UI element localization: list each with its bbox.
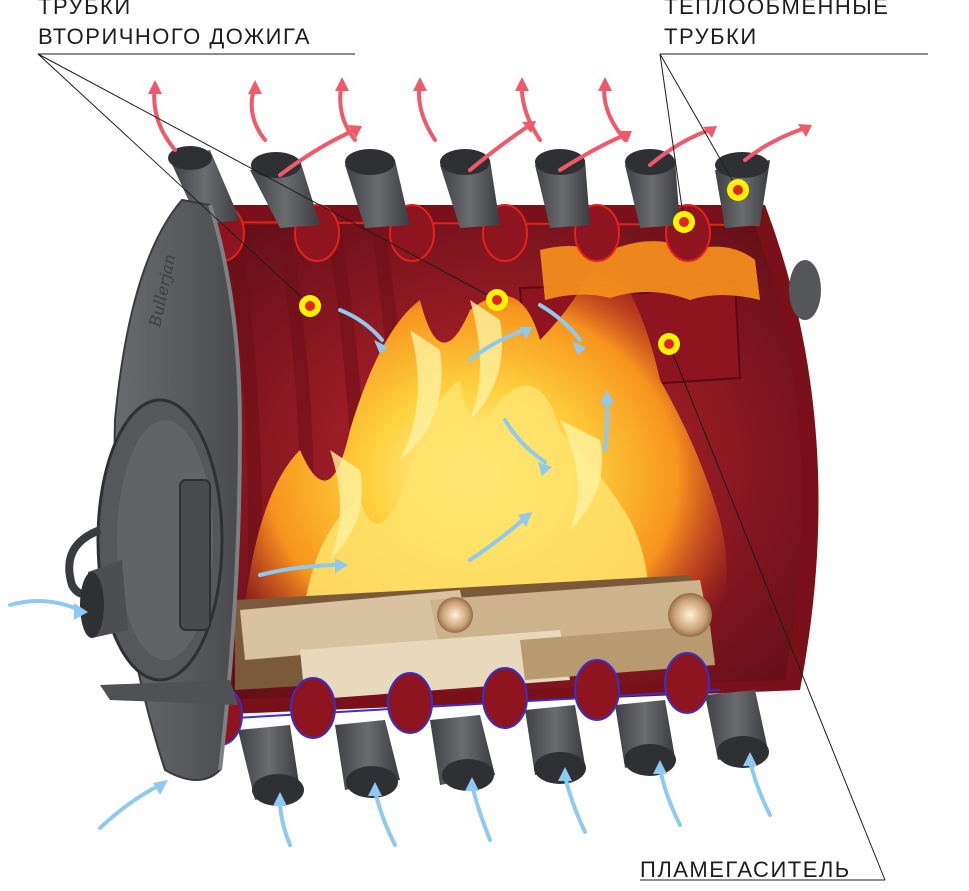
air-inlet-tube	[80, 560, 128, 638]
flame-tongues	[330, 300, 602, 560]
label-heat-line2: ТРУБКИ	[664, 24, 758, 49]
label-heat-exchange-tubes: ТЕПЛООБМЕННЫЕ ТРУБКИ	[664, 0, 889, 52]
label-flame-arrester: ПЛАМЕГАСИТЕЛЬ	[640, 857, 851, 882]
hot-air-arrowheads	[148, 77, 812, 143]
marker-heat-tube-2	[727, 179, 749, 201]
marker-secondary-right	[486, 289, 508, 311]
loading-door	[65, 398, 224, 682]
side-disc	[789, 260, 821, 320]
ash-step	[100, 680, 238, 705]
marker-secondary-left	[299, 295, 321, 317]
marker-heat-tube-1	[673, 211, 695, 233]
front-face-edge	[208, 204, 243, 771]
label-secondary-line2: ВТОРИЧНОГО ДОЖИГА	[38, 24, 312, 49]
fire-core	[300, 380, 648, 640]
leader-lines	[37, 53, 928, 881]
label-secondary-line1: ТРУБКИ	[38, 0, 132, 19]
point-markers	[299, 179, 749, 355]
cold-air-arrowheads	[74, 327, 757, 806]
label-secondary-burn-tubes: ТРУБКИ ВТОРИЧНОГО ДОЖИГА	[38, 0, 311, 52]
fire-top-flames	[540, 241, 760, 300]
marker-flame-arrester	[658, 333, 680, 355]
label-heat-line1: ТЕПЛООБМЕННЫЕ	[664, 0, 890, 19]
bottom-rim	[199, 689, 721, 721]
